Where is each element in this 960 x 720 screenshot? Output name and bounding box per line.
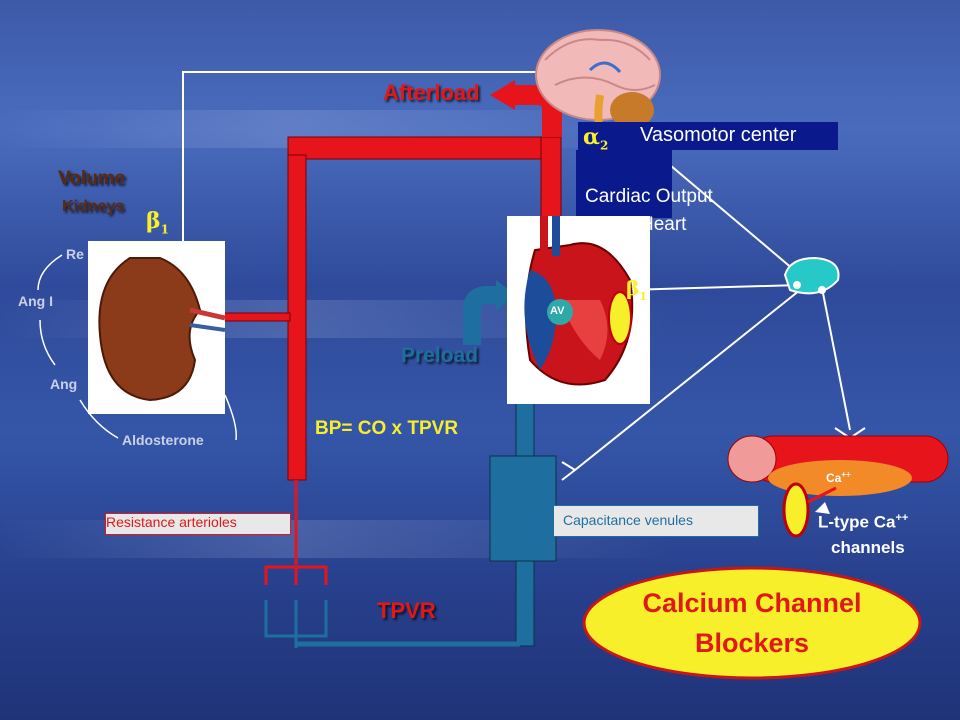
ccb-title-line1: Calcium Channel <box>642 588 862 618</box>
kidneys-label: Kidneys <box>62 198 125 215</box>
cardiac-output-box <box>576 150 672 218</box>
raas-cycle-arrows <box>37 254 238 441</box>
afterload-label: Afterload <box>383 80 480 105</box>
capacitance-venules-label: Capacitance venules <box>563 512 693 528</box>
heart-illustration <box>507 216 650 404</box>
ang1-label: Ang I <box>18 293 53 309</box>
channels-label: channels <box>831 538 905 557</box>
bp-equation-label: BP= CO x TPVR <box>315 418 459 439</box>
ca-ion-label: Ca++ <box>826 470 851 485</box>
cardiac-output-label: Cardiac Output <box>585 186 713 207</box>
aldosterone-label: Aldosterone <box>122 432 204 448</box>
tpvr-label: TPVR <box>377 598 436 623</box>
heart-label: Heart <box>640 214 687 235</box>
av-label: AV <box>550 305 565 317</box>
renin-label: Re <box>66 246 84 262</box>
alpha2-label: α2 <box>583 124 609 153</box>
preload-arrow <box>463 280 516 345</box>
capacitance-venules-box <box>553 505 759 537</box>
preload-label: Preload <box>401 344 479 367</box>
vasomotor-center-box <box>578 122 838 150</box>
ccb-ellipse <box>582 566 922 680</box>
ltype-channel-label: L-type Ca++ <box>818 512 909 532</box>
heart-channel-ellipse <box>608 291 632 345</box>
ang2-label: Ang <box>50 376 78 392</box>
resistance-arterioles-label: Resistance arterioles <box>106 514 237 530</box>
beta1-heart-label: β1 <box>626 276 647 303</box>
vasomotor-ganglion <box>783 256 840 295</box>
volume-label: Volume <box>58 168 126 189</box>
resistance-arterioles-box <box>105 513 291 535</box>
smooth-muscle-vessel <box>727 435 949 538</box>
beta1-kidney-label: β1 <box>146 208 169 237</box>
ccb-title-line2: Blockers <box>694 628 810 658</box>
kidney-illustration <box>88 241 226 414</box>
vasomotor-center-label: Vasomotor center <box>640 124 797 146</box>
venous-vessel <box>296 335 557 647</box>
